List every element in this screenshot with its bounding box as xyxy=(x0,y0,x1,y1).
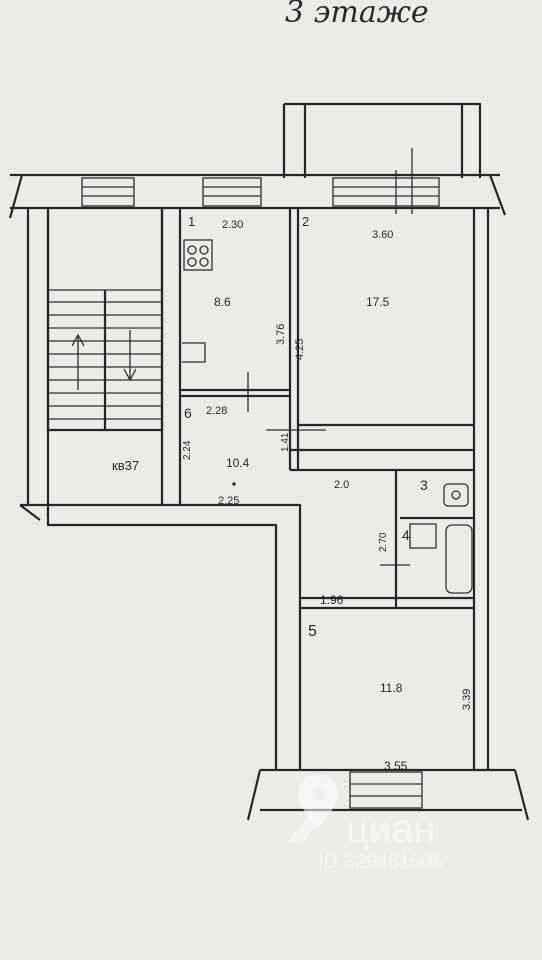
exterior-wall-top xyxy=(8,148,507,219)
dim-kitchen-width: 2.30 xyxy=(222,219,243,231)
room-area-5: 11.8 xyxy=(380,681,403,695)
dim-hall-width: 2.28 xyxy=(206,405,227,417)
room-number-2: 2 xyxy=(302,214,309,229)
exterior-wall-bottom xyxy=(246,768,530,821)
dim-room5-width: 3.55 xyxy=(384,759,408,773)
bathroom-fixtures xyxy=(409,483,473,594)
room-number-3: 3 xyxy=(420,477,428,493)
room-number-1: 1 xyxy=(188,214,195,229)
room-number-6: 6 xyxy=(184,405,192,421)
dim-hall-bottom: 2.25 xyxy=(218,495,239,507)
room-number-5: 5 xyxy=(308,623,317,640)
dim-hall-length: 2.24 xyxy=(182,440,193,460)
balcony xyxy=(282,102,482,178)
interior-walls xyxy=(160,208,474,610)
room-number-4: 4 xyxy=(402,527,410,543)
dim-bath-length: 2.70 xyxy=(378,532,389,552)
room-area-1: 8.6 xyxy=(214,295,231,309)
dim-room2-width: 3.60 xyxy=(372,229,393,241)
dim-corridor-gap: 1.41 xyxy=(280,432,291,452)
dim-bath-width: 1.96 xyxy=(320,593,344,607)
bathtub-icon xyxy=(445,524,473,594)
room-6-marker xyxy=(232,482,236,486)
dim-room5-length: 3.39 xyxy=(461,689,473,710)
sink-icon xyxy=(182,342,206,363)
toilet-icon xyxy=(443,483,469,507)
cian-watermark: циан ID 329451505 xyxy=(286,775,444,873)
apartment-label: кв37 xyxy=(112,458,139,473)
stove-icon xyxy=(183,239,213,271)
dim-corridor-width: 2.0 xyxy=(334,479,349,491)
room-area-2: 17.5 xyxy=(366,295,390,309)
location-pin-icon xyxy=(286,775,338,842)
floor-title: 3 этаже xyxy=(285,0,429,30)
dim-kitchen-length: 3.76 xyxy=(275,324,287,345)
dim-room2-length: 4.25 xyxy=(294,339,306,360)
room-area-6: 10.4 xyxy=(226,456,250,470)
washbasin-icon xyxy=(409,523,437,549)
watermark-brand: циан xyxy=(346,807,436,851)
watermark-id: ID 329451505 xyxy=(318,851,444,873)
arrow-down-icon xyxy=(123,330,137,382)
arrow-up-icon xyxy=(71,333,85,390)
